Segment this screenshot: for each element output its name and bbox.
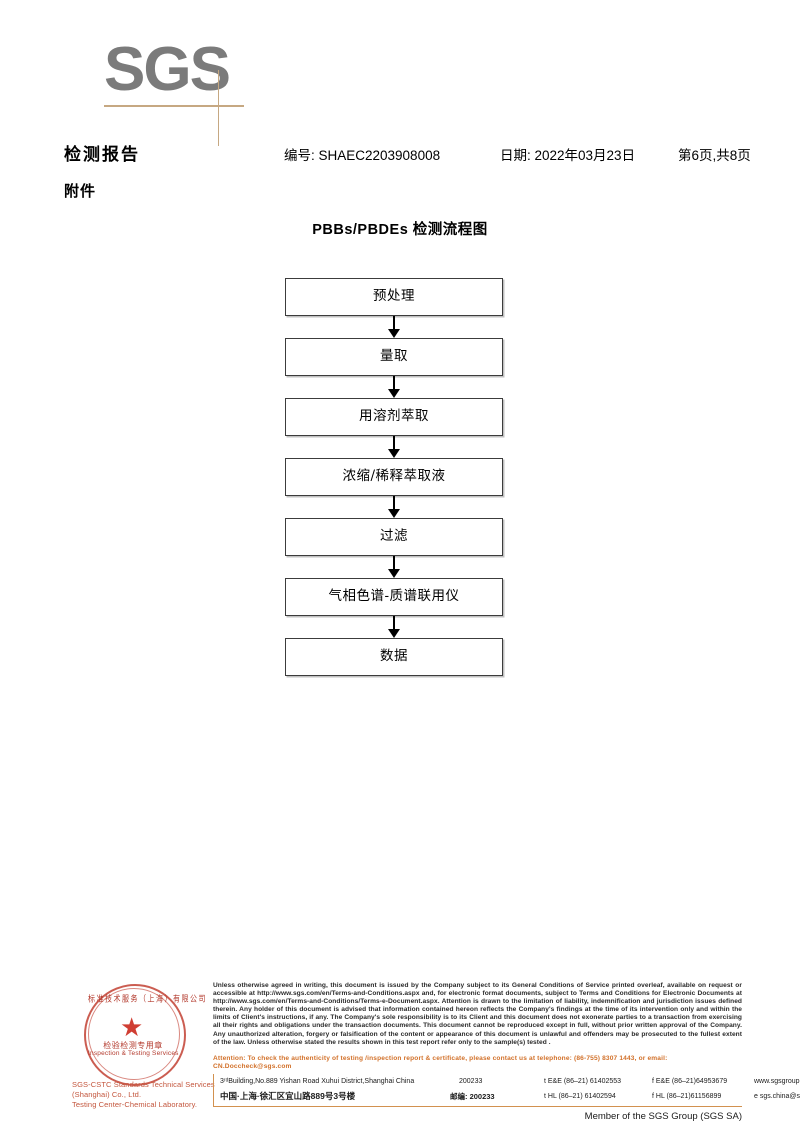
- flow-node-label: 用溶剂萃取: [359, 408, 429, 425]
- arrow-head: [387, 389, 400, 398]
- legal-terms-text: Unless otherwise agreed in writing, this…: [213, 982, 742, 1046]
- flowchart: 预处理 量取 用溶剂萃取 浓缩/稀释萃取液 过滤 气相色谱-质谱联用仪 数据: [285, 278, 503, 676]
- report-date: 日期: 2022年03月23日: [500, 148, 636, 163]
- arrow-shaft: [393, 376, 396, 391]
- seal-outer-ring: [84, 984, 186, 1086]
- website-link[interactable]: www.sgsgroup.com.cn: [754, 1078, 800, 1085]
- logo-horizontal-rule-right: [218, 105, 244, 107]
- flow-node-label: 预处理: [373, 288, 415, 305]
- flow-arrow-icon: [285, 436, 503, 458]
- flow-arrow-icon: [285, 376, 503, 398]
- page-title: 检测报告: [64, 145, 140, 164]
- flow-arrow-icon: [285, 616, 503, 638]
- logo-horizontal-rule: [104, 105, 242, 107]
- flowchart-title: PBBs/PBDEs 检测流程图: [312, 222, 488, 238]
- flow-node: 预处理: [285, 278, 503, 316]
- arrow-head: [387, 449, 400, 458]
- flow-node: 浓缩/稀释萃取液: [285, 458, 503, 496]
- flow-node: 过滤: [285, 518, 503, 556]
- flow-node-label: 数据: [380, 648, 408, 665]
- arrow-head: [387, 569, 400, 578]
- arrow-shaft: [393, 316, 396, 331]
- page-indicator: 第6页,共8页: [678, 148, 751, 163]
- seal-inner-ring: [88, 988, 180, 1080]
- telephone-hl: t HL (86–21) 61402594: [544, 1093, 616, 1100]
- logo-vertical-rule: [218, 70, 219, 146]
- sgs-logo-text: SGS: [104, 35, 231, 104]
- seal-company-line-2: Testing Center-Chemical Laboratory.: [72, 1100, 198, 1109]
- member-of-group-text: Member of the SGS Group (SGS SA): [584, 1111, 742, 1122]
- flow-node-label: 气相色谱-质谱联用仪: [328, 588, 460, 605]
- flow-node-label: 浓缩/稀释萃取液: [342, 468, 446, 485]
- seal-chinese-text: 检验检测专用章: [103, 1041, 163, 1050]
- star-icon: ★: [120, 1012, 144, 1042]
- flow-node-label: 量取: [380, 348, 408, 365]
- flow-node: 气相色谱-质谱联用仪: [285, 578, 503, 616]
- flow-arrow-icon: [285, 496, 503, 518]
- flow-arrow-icon: [285, 556, 503, 578]
- attention-notice: Attention: To check the authenticity of …: [213, 1055, 668, 1071]
- fax-ee: f E&E (86–21)64953679: [652, 1078, 728, 1085]
- address-row-english: 3ʳᵈBuilding,No.889 Yishan Road Xuhui Dis…: [214, 1074, 800, 1089]
- address-block: 3ʳᵈBuilding,No.889 Yishan Road Xuhui Dis…: [213, 1074, 800, 1106]
- footer-divider: [213, 1106, 742, 1108]
- email-link[interactable]: e sgs.china@sgs.com: [754, 1093, 800, 1100]
- flow-node: 数据: [285, 638, 503, 676]
- company-seal: 标准技术服务（上海）有限公司 ★ 检验检测专用章 Inspection & Te…: [72, 980, 215, 1109]
- seal-english-text: Inspection & Testing Services: [88, 1050, 179, 1057]
- report-header: 检测报告 编号: SHAEC2203908008 日期: 2022年03月23日…: [64, 140, 751, 166]
- seal-arc-text: 标准技术服务（上海）有限公司: [88, 995, 207, 1004]
- seal-company-line-1: SGS-CSTC Standards Technical Services (S…: [72, 1080, 215, 1099]
- arrow-shaft: [393, 556, 396, 571]
- flow-arrow-icon: [285, 316, 503, 338]
- telephone-ee: t E&E (86–21) 61402553: [544, 1078, 622, 1085]
- page-footer: 标准技术服务（上海）有限公司 ★ 检验检测专用章 Inspection & Te…: [0, 978, 800, 1131]
- arrow-head: [387, 509, 400, 518]
- report-number: 编号: SHAEC2203908008: [284, 148, 441, 163]
- zip-chinese: 邮编: 200233: [450, 1092, 495, 1101]
- arrow-shaft: [393, 616, 396, 631]
- zip-english: 200233: [459, 1078, 483, 1085]
- address-row-chinese: 中国·上海·徐汇区宜山路889号3号楼 邮编: 200233 t HL (86–…: [214, 1089, 800, 1104]
- arrow-shaft: [393, 436, 396, 451]
- flow-node-label: 过滤: [380, 528, 408, 545]
- fax-hl: f HL (86–21)61156899: [652, 1093, 722, 1100]
- seal-company-name: SGS-CSTC Standards Technical Services (S…: [72, 1080, 222, 1110]
- address-chinese: 中国·上海·徐汇区宜山路889号3号楼: [220, 1091, 356, 1101]
- flow-node: 量取: [285, 338, 503, 376]
- sgs-logo: SGS: [104, 35, 284, 146]
- arrow-head: [387, 329, 400, 338]
- attachment-label: 附件: [64, 183, 97, 200]
- address-english: 3ʳᵈBuilding,No.889 Yishan Road Xuhui Dis…: [220, 1078, 415, 1085]
- flow-node: 用溶剂萃取: [285, 398, 503, 436]
- arrow-head: [387, 629, 400, 638]
- arrow-shaft: [393, 496, 396, 511]
